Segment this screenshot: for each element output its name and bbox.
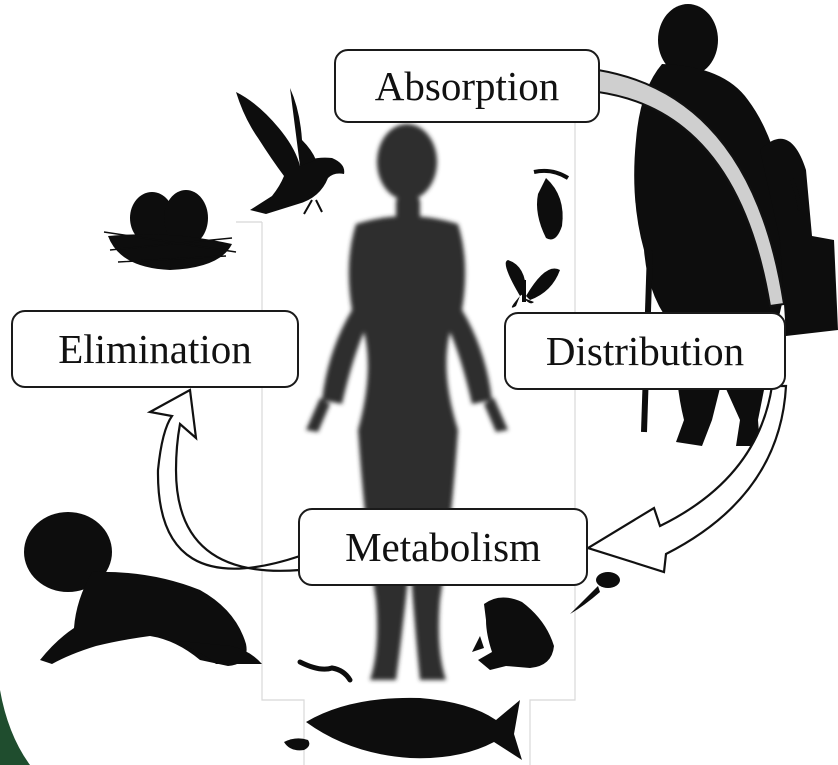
metabolism-label: Metabolism [345,523,541,571]
distribution-box: Distribution [504,312,786,390]
chrysalis-icon [534,171,568,240]
worm-icon [300,662,350,680]
metabolism-to-elimination-arrow [150,390,300,571]
corner-accent [0,690,30,765]
butterfly-icon [506,260,560,308]
baby-icon [24,512,262,666]
metabolism-box: Metabolism [298,508,588,586]
elimination-box: Elimination [11,310,299,388]
bird-nest-icon [104,190,236,270]
larva-icon [284,738,309,750]
distribution-label: Distribution [546,327,744,375]
bird-icon [236,88,344,214]
absorption-box: Absorption [334,49,600,123]
frog-icon [472,597,554,670]
absorption-label: Absorption [375,62,560,110]
fish-icon [306,698,522,760]
elimination-label: Elimination [58,325,252,373]
adult-woman-icon [306,124,508,680]
